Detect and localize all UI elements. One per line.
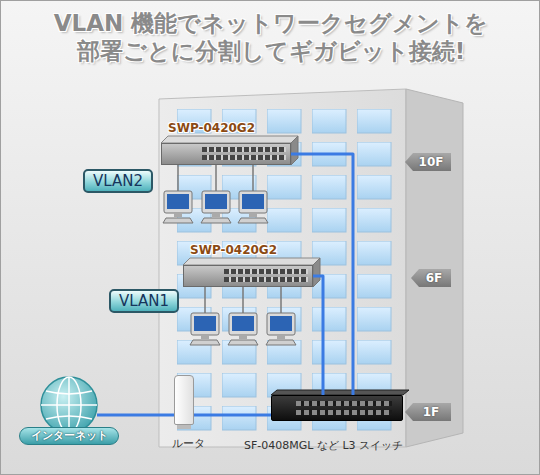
globe-equator [41,404,97,406]
diagram-title: VLAN 機能でネットワークセグメントを 部署ごとに分割してギガビット接続! [21,9,521,65]
floor-label: 1F [423,405,440,419]
internet-globe: インターネット [41,377,97,433]
l2-switch: SWP-0420G2 [183,265,313,287]
switch-side [291,136,298,165]
floor-tag: 6F [411,269,451,287]
l2-switch: SWP-0420G2 [161,143,291,165]
network-cable [97,414,174,417]
network-cable [194,414,271,417]
pc-icon [228,313,258,345]
building-side [406,89,463,447]
device-name: ルータ [172,436,205,451]
vlan-badge: VLAN2 [83,169,153,193]
globe-latitude [46,391,92,419]
switch-top [161,136,298,143]
floor-label: 6F [426,271,443,285]
l3-switch: SF-0408MGL など L3 スイッチ [271,395,403,421]
internet-label: インターネット [19,427,119,445]
pc-icon [201,191,231,223]
vlan-label: VLAN1 [119,292,169,310]
router-stand [177,425,191,429]
router: ルータ [174,375,194,425]
vlan-label: VLAN2 [93,172,143,190]
pc-icon [238,191,268,223]
vlan-badge: VLAN1 [109,289,179,313]
pc-icon [190,313,220,345]
switch-top [183,258,320,265]
device-name: SWP-0420G2 [190,243,277,257]
floor-tag: 1F [405,403,451,421]
globe-icon [41,377,97,433]
floor-label: 10F [419,155,444,169]
lan-cable [205,287,281,313]
floor-tag: 10F [405,153,451,171]
switch-side [313,258,320,287]
globe-lines [41,377,97,433]
pc-icon [266,313,296,345]
device-name: SF-0408MGL など L3 スイッチ [244,438,403,453]
network-cable [313,276,323,395]
pc-icon [163,191,193,223]
lan-cable [178,165,253,191]
device-name: SWP-0420G2 [168,121,255,135]
